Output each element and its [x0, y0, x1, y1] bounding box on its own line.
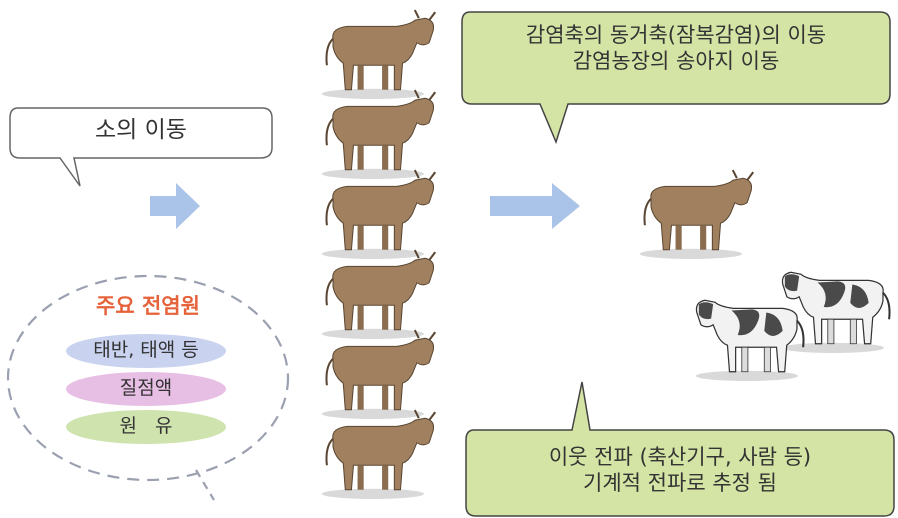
- holstein-cow-icon: [780, 271, 891, 354]
- right-arrow-icon: [490, 183, 580, 229]
- brown-cow-icon: [638, 169, 755, 260]
- infected-herd-text: 감염축의 동거축(잠복감염)의 이동 감염농장의 송아지 이동: [462, 22, 890, 75]
- brown-cow-icon: [320, 9, 437, 100]
- brown-cow-icon: [320, 329, 437, 420]
- infected-herd-bubble: [461, 11, 891, 145]
- right-arrow-icon: [150, 183, 200, 229]
- sources-title: 주요 전염원: [96, 294, 200, 318]
- infected-herd-line1: 감염축의 동거축(잠복감염)의 이동: [525, 23, 827, 47]
- brown-cow-icon: [320, 249, 437, 340]
- brown-cow-icon: [320, 169, 437, 260]
- cattle-movement-bubble: [9, 107, 273, 187]
- infected-herd-line2: 감염농장의 송아지 이동: [572, 49, 780, 74]
- neighbor-spread-line2: 기계적 전파로 추정 됨: [583, 471, 777, 496]
- cattle-movement-label: 소의 이동: [95, 117, 187, 143]
- source-item-placenta: 태반, 태액 등: [66, 334, 226, 368]
- holstein-cow-icon: [694, 299, 805, 382]
- brown-cow-icon: [320, 409, 437, 500]
- source-item-vaginal-mucus: 질점액: [66, 372, 226, 406]
- source-item-raw-milk: 원 유: [66, 410, 226, 444]
- brown-cow-icon: [320, 89, 437, 180]
- neighbor-spread-line1: 이웃 전파 (축산기구, 사람 등): [548, 445, 812, 469]
- neighbor-spread-text: 이웃 전파 (축산기구, 사람 등) 기계적 전파로 추정 됨: [466, 444, 894, 497]
- neighbor-spread-bubble: [465, 381, 895, 517]
